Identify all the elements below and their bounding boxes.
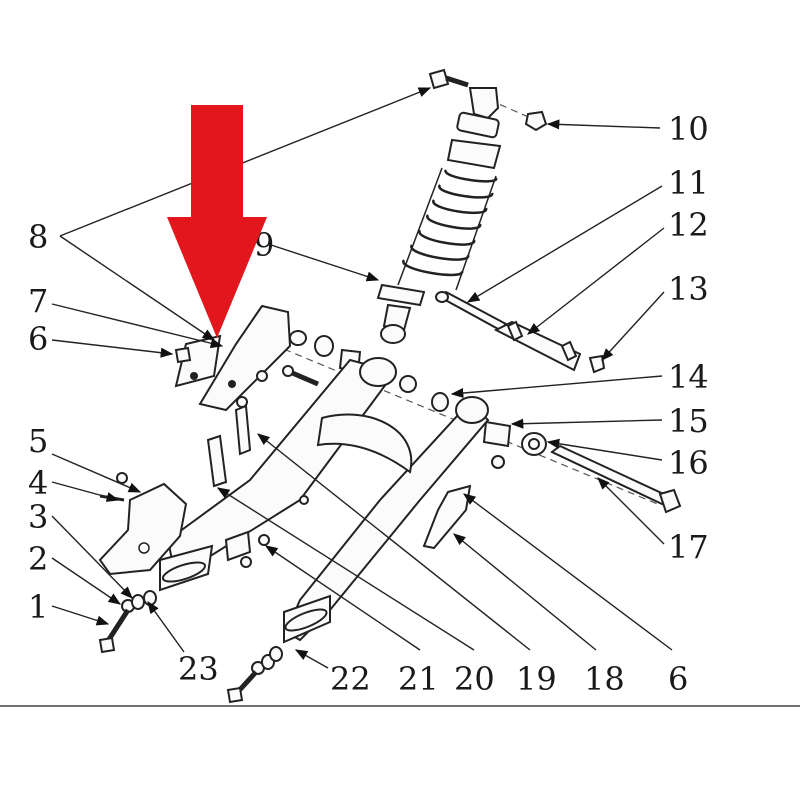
callout-10: 10 xyxy=(668,110,709,148)
linkage-nut xyxy=(588,354,606,374)
shock-top-bolt xyxy=(428,68,469,90)
callout-22: 22 xyxy=(330,660,371,698)
callout-1: 1 xyxy=(28,588,48,626)
callout-17: 17 xyxy=(668,528,709,566)
callout-2: 2 xyxy=(28,540,48,578)
callout-20: 20 xyxy=(454,660,495,698)
callout-18: 18 xyxy=(584,660,625,698)
callout-labels: 1 2 3 4 5 6 7 8 9 10 11 12 13 14 15 16 1… xyxy=(28,110,709,698)
chain-guard xyxy=(174,304,292,412)
shock-absorber xyxy=(376,87,541,344)
chain-slider xyxy=(422,484,472,550)
shock-top-nut xyxy=(524,110,548,132)
callout-7: 7 xyxy=(28,282,48,320)
callout-15: 15 xyxy=(668,402,709,440)
swing-arm xyxy=(159,357,490,644)
callout-21: 21 xyxy=(398,660,439,698)
linkage-bracket xyxy=(493,320,582,372)
callout-4: 4 xyxy=(28,464,48,502)
callout-16: 16 xyxy=(668,444,709,482)
leader-lines xyxy=(51,87,673,669)
callout-12: 12 xyxy=(668,206,709,244)
red-highlight-arrow xyxy=(167,105,267,338)
pivot-bushings xyxy=(289,330,547,456)
callout-8: 8 xyxy=(28,218,48,256)
callout-6: 6 xyxy=(28,320,48,358)
callout-14: 14 xyxy=(668,358,709,396)
caliper-bracket xyxy=(98,482,188,576)
pivot-bolt xyxy=(550,444,682,514)
callout-5: 5 xyxy=(28,422,48,460)
callout-3: 3 xyxy=(28,498,48,536)
callout-13: 13 xyxy=(668,270,709,308)
linkage-shaft xyxy=(435,290,508,332)
callout-19: 19 xyxy=(516,660,557,698)
mount-brackets xyxy=(206,404,252,562)
callout-6-right: 6 xyxy=(668,660,688,698)
callout-11: 11 xyxy=(668,164,709,202)
callout-23: 23 xyxy=(178,650,219,688)
